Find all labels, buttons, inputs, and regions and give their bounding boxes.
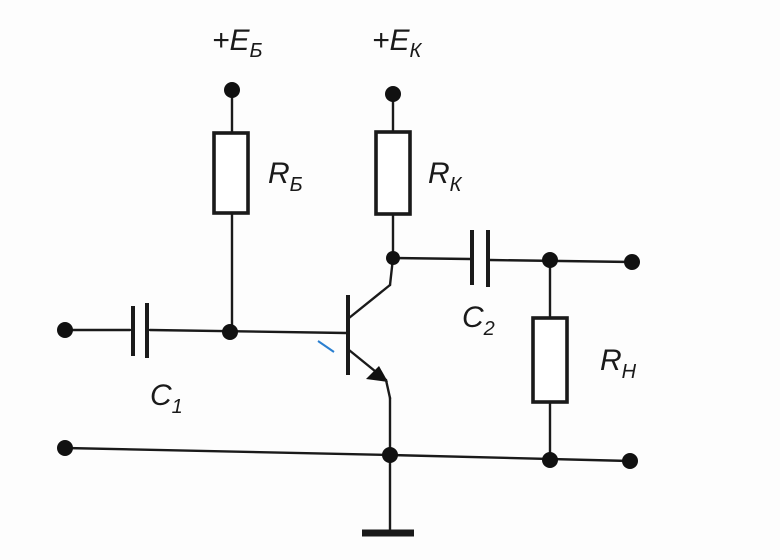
ground-wire-right <box>388 453 632 463</box>
terminal-ek <box>385 86 401 102</box>
label-c1: C1 <box>150 379 183 418</box>
terminal-output-ground <box>622 453 638 469</box>
output-wire <box>488 258 634 264</box>
collector-output-wire <box>391 256 472 261</box>
label-supply-collector: +EК <box>372 24 423 62</box>
blue-mark <box>317 340 335 353</box>
terminal-eb <box>224 82 240 98</box>
terminal-input <box>57 322 73 338</box>
label-rb: RБ <box>268 157 303 196</box>
base-wire <box>148 328 348 335</box>
resistor-rb <box>212 131 250 215</box>
label-c2: C2 <box>462 301 495 340</box>
ground-wire-left <box>63 446 392 457</box>
junction-load-bottom <box>542 452 558 468</box>
terminal-input-ground <box>57 440 73 456</box>
emitter-link <box>384 378 392 400</box>
junction-base <box>222 324 238 340</box>
junction-ground <box>382 447 398 463</box>
label-supply-base: +EБ <box>212 24 263 62</box>
resistor-rk <box>374 130 412 216</box>
label-rk: RК <box>428 157 463 196</box>
terminal-output <box>624 254 640 270</box>
resistor-rh <box>531 316 569 404</box>
junction-load-top <box>542 252 558 268</box>
emitter-arrow <box>366 366 388 382</box>
junction-collector <box>386 251 400 265</box>
transistor-collector-lead <box>347 283 392 320</box>
label-rh: RН <box>600 344 637 383</box>
